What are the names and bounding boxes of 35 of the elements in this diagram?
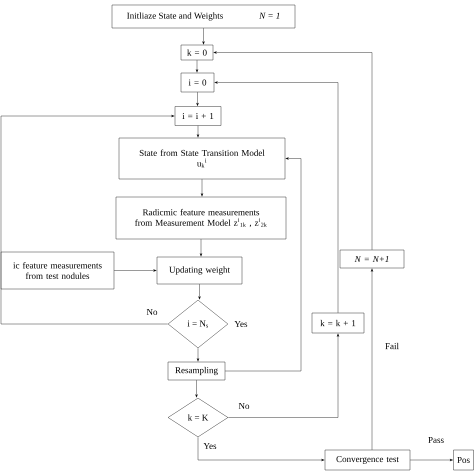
arrow: [195, 380, 198, 398]
arrow: [198, 437, 324, 462]
arrow: [214, 51, 372, 250]
arrow: [196, 60, 198, 72]
arrow: [225, 157, 302, 372]
arrow: [214, 81, 338, 313]
arrow: [202, 28, 205, 44]
branch-label: Yes: [234, 321, 248, 327]
process-box: i = i + 1: [174, 106, 222, 126]
edge-label: No: [146, 308, 158, 316]
edge-label: Yes: [202, 442, 218, 450]
arrow: [114, 269, 156, 272]
arrow: [0, 114, 174, 324]
process-box: Resampling: [168, 362, 226, 380]
arrow: [198, 284, 201, 300]
process-box: Updating weight: [156, 256, 242, 284]
arrow: [196, 348, 200, 362]
process-box: ic feature measurements from test nodules: [0, 252, 114, 290]
process-box: Initliaze State and Weights N = 1: [112, 4, 296, 28]
edge-label: No: [238, 402, 250, 410]
process-box: Convergence test: [324, 450, 410, 470]
arrow: [370, 268, 374, 450]
arrow: [228, 334, 340, 418]
edge-label: Pass: [427, 436, 445, 444]
process-box: Pos: [453, 450, 474, 470]
process-box: N = N+1: [340, 250, 404, 268]
edge-label: Fail: [384, 342, 400, 350]
arrow: [196, 126, 200, 138]
arrow: [200, 239, 202, 256]
arrow: [200, 179, 204, 196]
process-box: k = 0: [180, 44, 214, 60]
arrow: [196, 92, 199, 106]
process-box: k = k + 1: [312, 312, 364, 334]
arrow: [410, 458, 453, 462]
process-box: i = 0: [180, 72, 214, 92]
